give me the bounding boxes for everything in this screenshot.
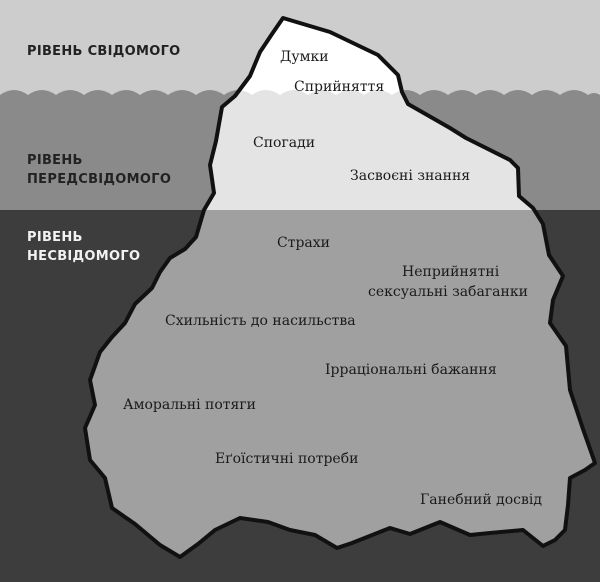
label-knowledge: Засвоєні знання (350, 168, 470, 184)
label-desires-line1: Неприйнятні (402, 264, 500, 280)
level-unconscious-line2: НЕСВІДОМОГО (27, 249, 140, 264)
label-selfish: Еґоїстичні потреби (215, 451, 358, 467)
level-preconscious-line2: ПЕРЕДСВІДОМОГО (27, 172, 171, 187)
label-fears: Страхи (277, 235, 330, 251)
label-memories: Спогади (253, 135, 315, 151)
label-irrational: Ірраціональні бажання (325, 362, 497, 378)
label-violence: Схильність до насильства (165, 313, 356, 329)
level-unconscious-line1: РІВЕНЬ (27, 230, 83, 245)
level-conscious-label: РІВЕНЬ СВІДОМОГО (27, 44, 181, 59)
label-immoral: Аморальні потяги (123, 397, 256, 413)
label-shameful: Ганебний досвід (420, 492, 542, 508)
level-preconscious-line1: РІВЕНЬ (27, 153, 83, 168)
label-thoughts: Думки (280, 49, 329, 65)
iceberg-underwater (85, 210, 595, 557)
label-desires-line2: сексуальні забаганки (368, 284, 528, 300)
label-perception: Сприйняття (294, 79, 384, 95)
